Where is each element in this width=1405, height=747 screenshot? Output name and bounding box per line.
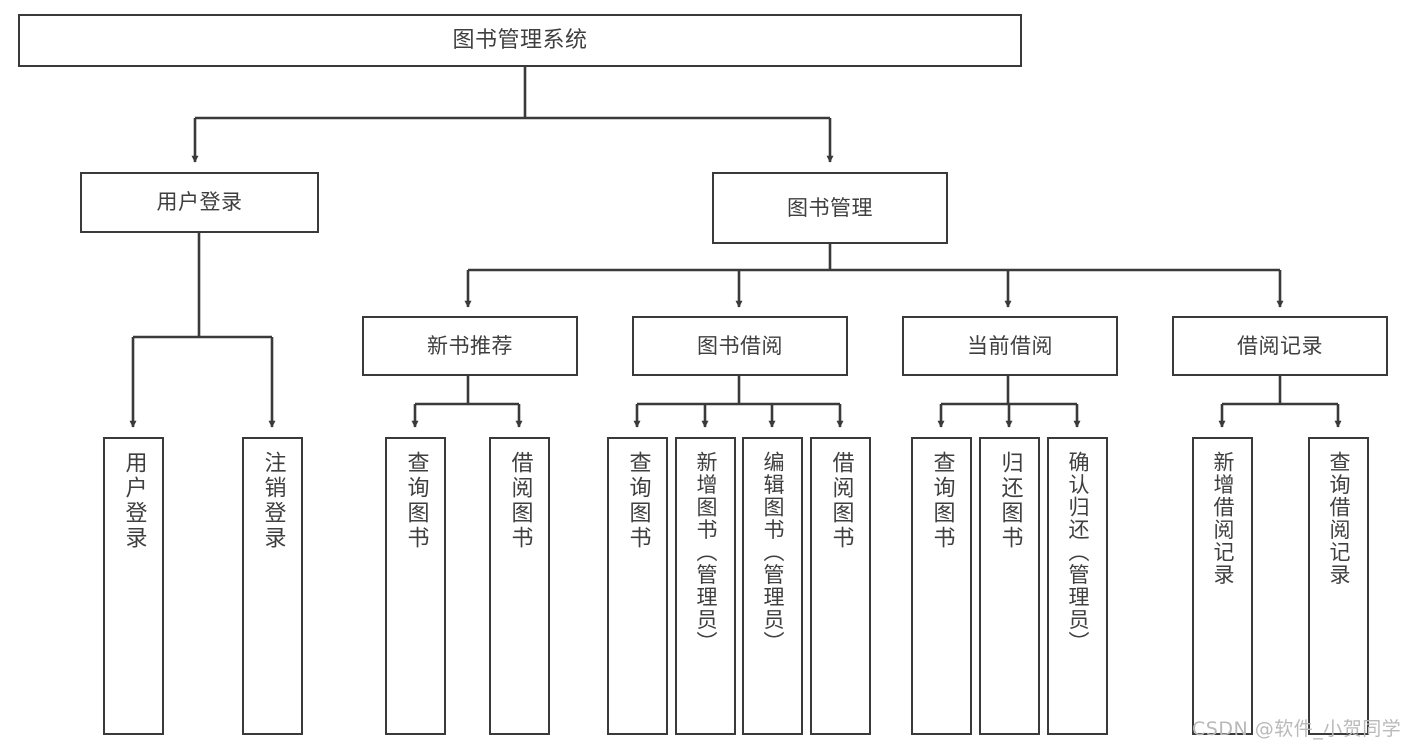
node-label: 图书借阅 <box>697 333 783 358</box>
node-label: 注销登录 <box>260 451 286 551</box>
leaf-book-borrow-query-book[interactable]: 查询图书 <box>607 437 668 735</box>
node-borrow-record[interactable]: 借阅记录 <box>1172 316 1388 376</box>
leaf-borrow-record-query-record[interactable]: 查询借阅记录 <box>1308 437 1369 735</box>
node-label: 借阅图书 <box>828 451 854 551</box>
node-book-management[interactable]: 图书管理 <box>712 172 948 244</box>
leaf-current-borrow-query-book[interactable]: 查询图书 <box>911 437 972 735</box>
leaf-borrow-record-add-record[interactable]: 新增借阅记录 <box>1192 437 1253 735</box>
node-label: 查询图书 <box>625 451 651 551</box>
node-label: 借阅记录 <box>1237 333 1323 358</box>
node-label: 编辑图书（管理员） <box>761 451 785 654</box>
leaf-book-borrow-add-book-admin[interactable]: 新增图书（管理员） <box>675 437 736 735</box>
node-book-borrow[interactable]: 图书借阅 <box>632 316 848 376</box>
node-label: 当前借阅 <box>967 333 1053 358</box>
node-label: 借阅图书 <box>507 451 533 551</box>
leaf-current-borrow-return-book[interactable]: 归还图书 <box>979 437 1040 735</box>
leaf-user-login-login[interactable]: 用户登录 <box>103 437 164 735</box>
leaf-new-book-query-book[interactable]: 查询图书 <box>385 437 446 735</box>
node-label: 查询借阅记录 <box>1327 451 1351 586</box>
leaf-new-book-borrow-book[interactable]: 借阅图书 <box>489 437 550 735</box>
node-label: 查询图书 <box>929 451 955 551</box>
leaf-current-borrow-confirm-return-admin[interactable]: 确认归还（管理员） <box>1047 437 1108 735</box>
node-label: 归还图书 <box>997 451 1023 551</box>
leaf-book-borrow-borrow-book[interactable]: 借阅图书 <box>810 437 871 735</box>
csdn-watermark: CSDN @软件_小贺同学 <box>1192 718 1402 740</box>
node-label: 图书管理 <box>787 195 873 220</box>
node-current-borrow[interactable]: 当前借阅 <box>902 316 1118 376</box>
node-new-book-recommend[interactable]: 新书推荐 <box>362 316 578 376</box>
node-user-login[interactable]: 用户登录 <box>80 172 319 233</box>
node-label: 新增图书（管理员） <box>694 451 718 654</box>
node-label: 新书推荐 <box>427 333 513 358</box>
node-label: 用户登录 <box>156 190 243 215</box>
node-label: 查询图书 <box>403 451 429 551</box>
node-label: 用户登录 <box>121 451 147 551</box>
node-root-book-management-system[interactable]: 图书管理系统 <box>18 14 1022 67</box>
leaf-user-login-logout[interactable]: 注销登录 <box>242 437 303 735</box>
node-label: 确认归还（管理员） <box>1066 451 1090 654</box>
leaf-book-borrow-edit-book-admin[interactable]: 编辑图书（管理员） <box>742 437 803 735</box>
node-label: 图书管理系统 <box>452 27 588 53</box>
node-label: 新增借阅记录 <box>1211 451 1235 586</box>
